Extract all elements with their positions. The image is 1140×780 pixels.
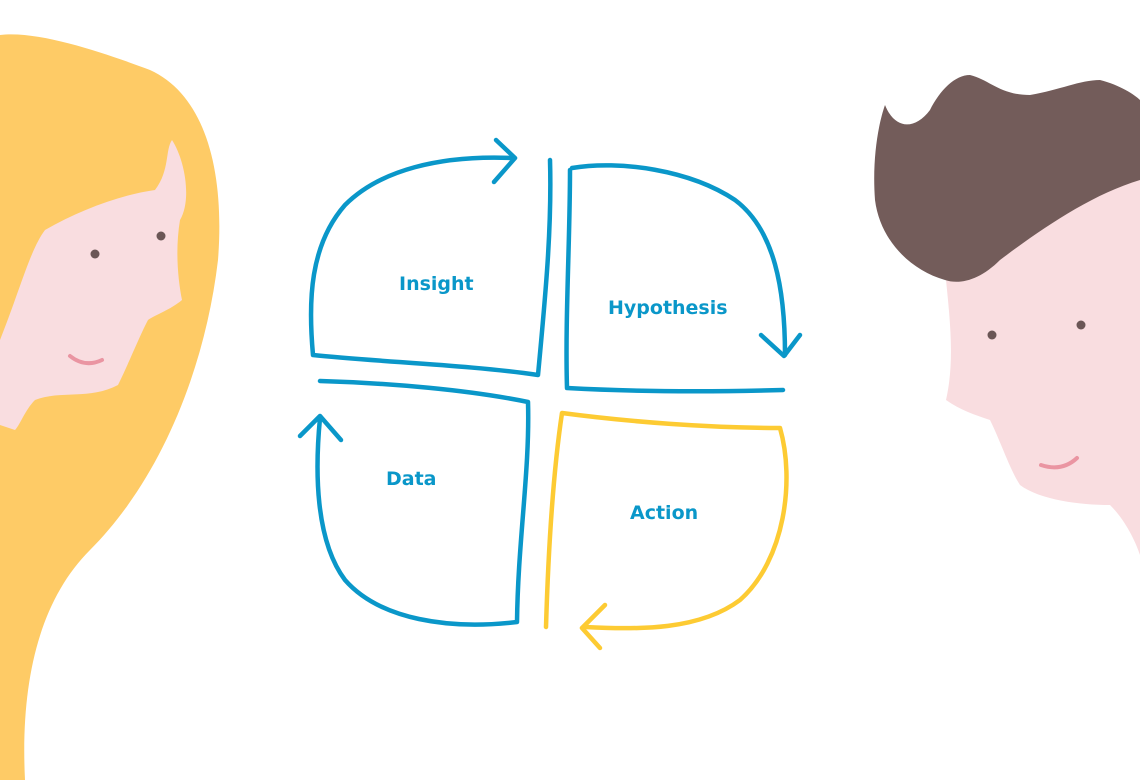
- man-face: [945, 170, 1140, 555]
- woman-face: [0, 140, 187, 430]
- step-label-hypothesis: Hypothesis: [608, 297, 728, 319]
- man-hair: [874, 75, 1140, 282]
- woman-smile: [68, 354, 104, 366]
- man-smile: [1039, 456, 1079, 470]
- step-label-action: Action: [630, 502, 699, 524]
- step-label-data: Data: [386, 468, 437, 490]
- woman-figure: [0, 34, 220, 780]
- woman-hair: [0, 34, 220, 780]
- woman-eye-left: [90, 249, 100, 259]
- man-eye-left: [987, 330, 997, 340]
- step-label-insight: Insight: [399, 273, 474, 295]
- insight-loop: [308, 137, 553, 378]
- data-loop: [297, 378, 531, 627]
- woman-eye-right: [156, 231, 166, 241]
- arrow-down-icon: [758, 332, 803, 359]
- hypothesis-loop: [564, 163, 803, 394]
- arrow-up-icon: [297, 413, 344, 443]
- man-eye-right: [1076, 320, 1086, 330]
- arrow-left-icon: [579, 602, 608, 651]
- arrow-right-icon: [491, 137, 518, 185]
- action-loop: [543, 410, 789, 651]
- man-figure: [874, 75, 1140, 555]
